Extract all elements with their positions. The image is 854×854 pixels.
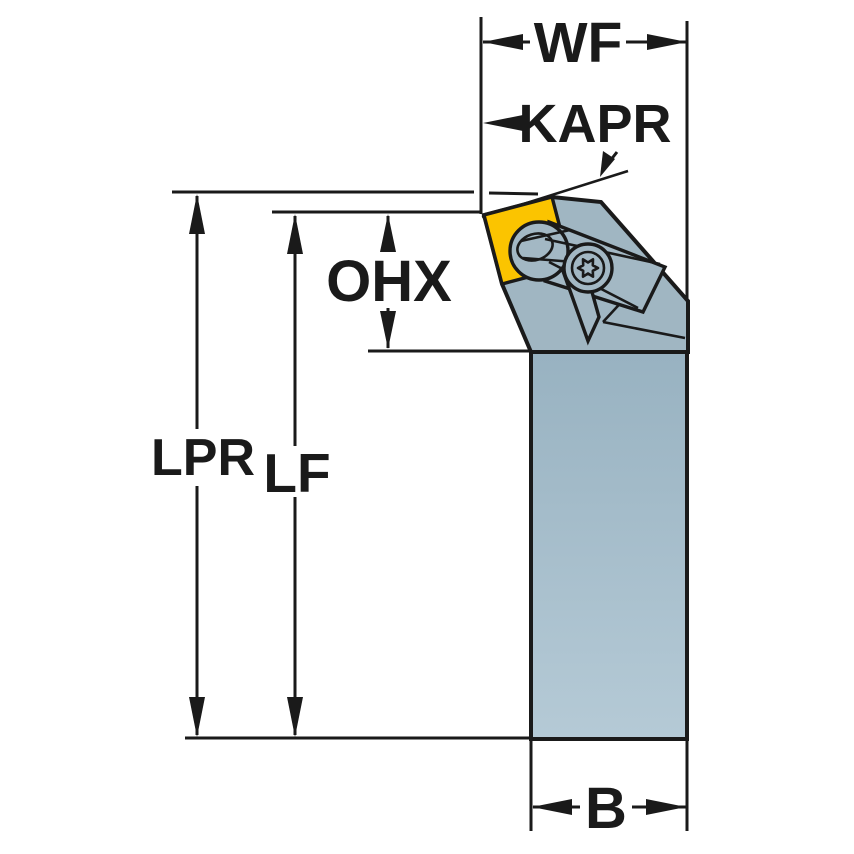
lpr-arrow-up <box>189 194 205 234</box>
kapr-arrow-left <box>483 115 523 131</box>
head-pocket-edge <box>602 320 686 340</box>
lf-label: LF <box>263 442 330 504</box>
b-dimension: B <box>532 776 686 841</box>
wf-dimension: WF <box>483 11 687 75</box>
tool-shank <box>529 350 689 741</box>
kapr-label: KAPR <box>518 94 671 154</box>
b-arrow-left <box>532 799 572 815</box>
lpr-arrow-down <box>189 697 205 737</box>
lpr-dimension: LPR <box>151 194 255 737</box>
ohx-dimension: OHX <box>326 214 452 349</box>
torx-screw-icon <box>576 257 600 279</box>
ohx-label: OHX <box>326 249 452 314</box>
ohx-arrow-up <box>380 214 396 252</box>
lf-dimension: LF <box>263 214 331 737</box>
kapr-leader-arrow <box>600 151 615 177</box>
kapr-annotation: KAPR <box>483 94 672 177</box>
b-arrow-right <box>646 799 686 815</box>
wf-label: WF <box>534 11 623 75</box>
lpr-label: LPR <box>151 429 255 487</box>
wf-arrow-left <box>483 34 523 50</box>
b-label: B <box>585 776 627 841</box>
clamp-facet-nose-1 <box>520 228 571 243</box>
insert-clamp <box>508 219 668 346</box>
ohx-arrow-down <box>380 311 396 349</box>
lf-arrow-down <box>287 697 303 737</box>
lf-arrow-up <box>287 214 303 254</box>
clamp-screw-rim <box>570 250 606 286</box>
wf-arrow-right <box>647 34 687 50</box>
lpr-top-reference-line-right <box>488 191 539 196</box>
